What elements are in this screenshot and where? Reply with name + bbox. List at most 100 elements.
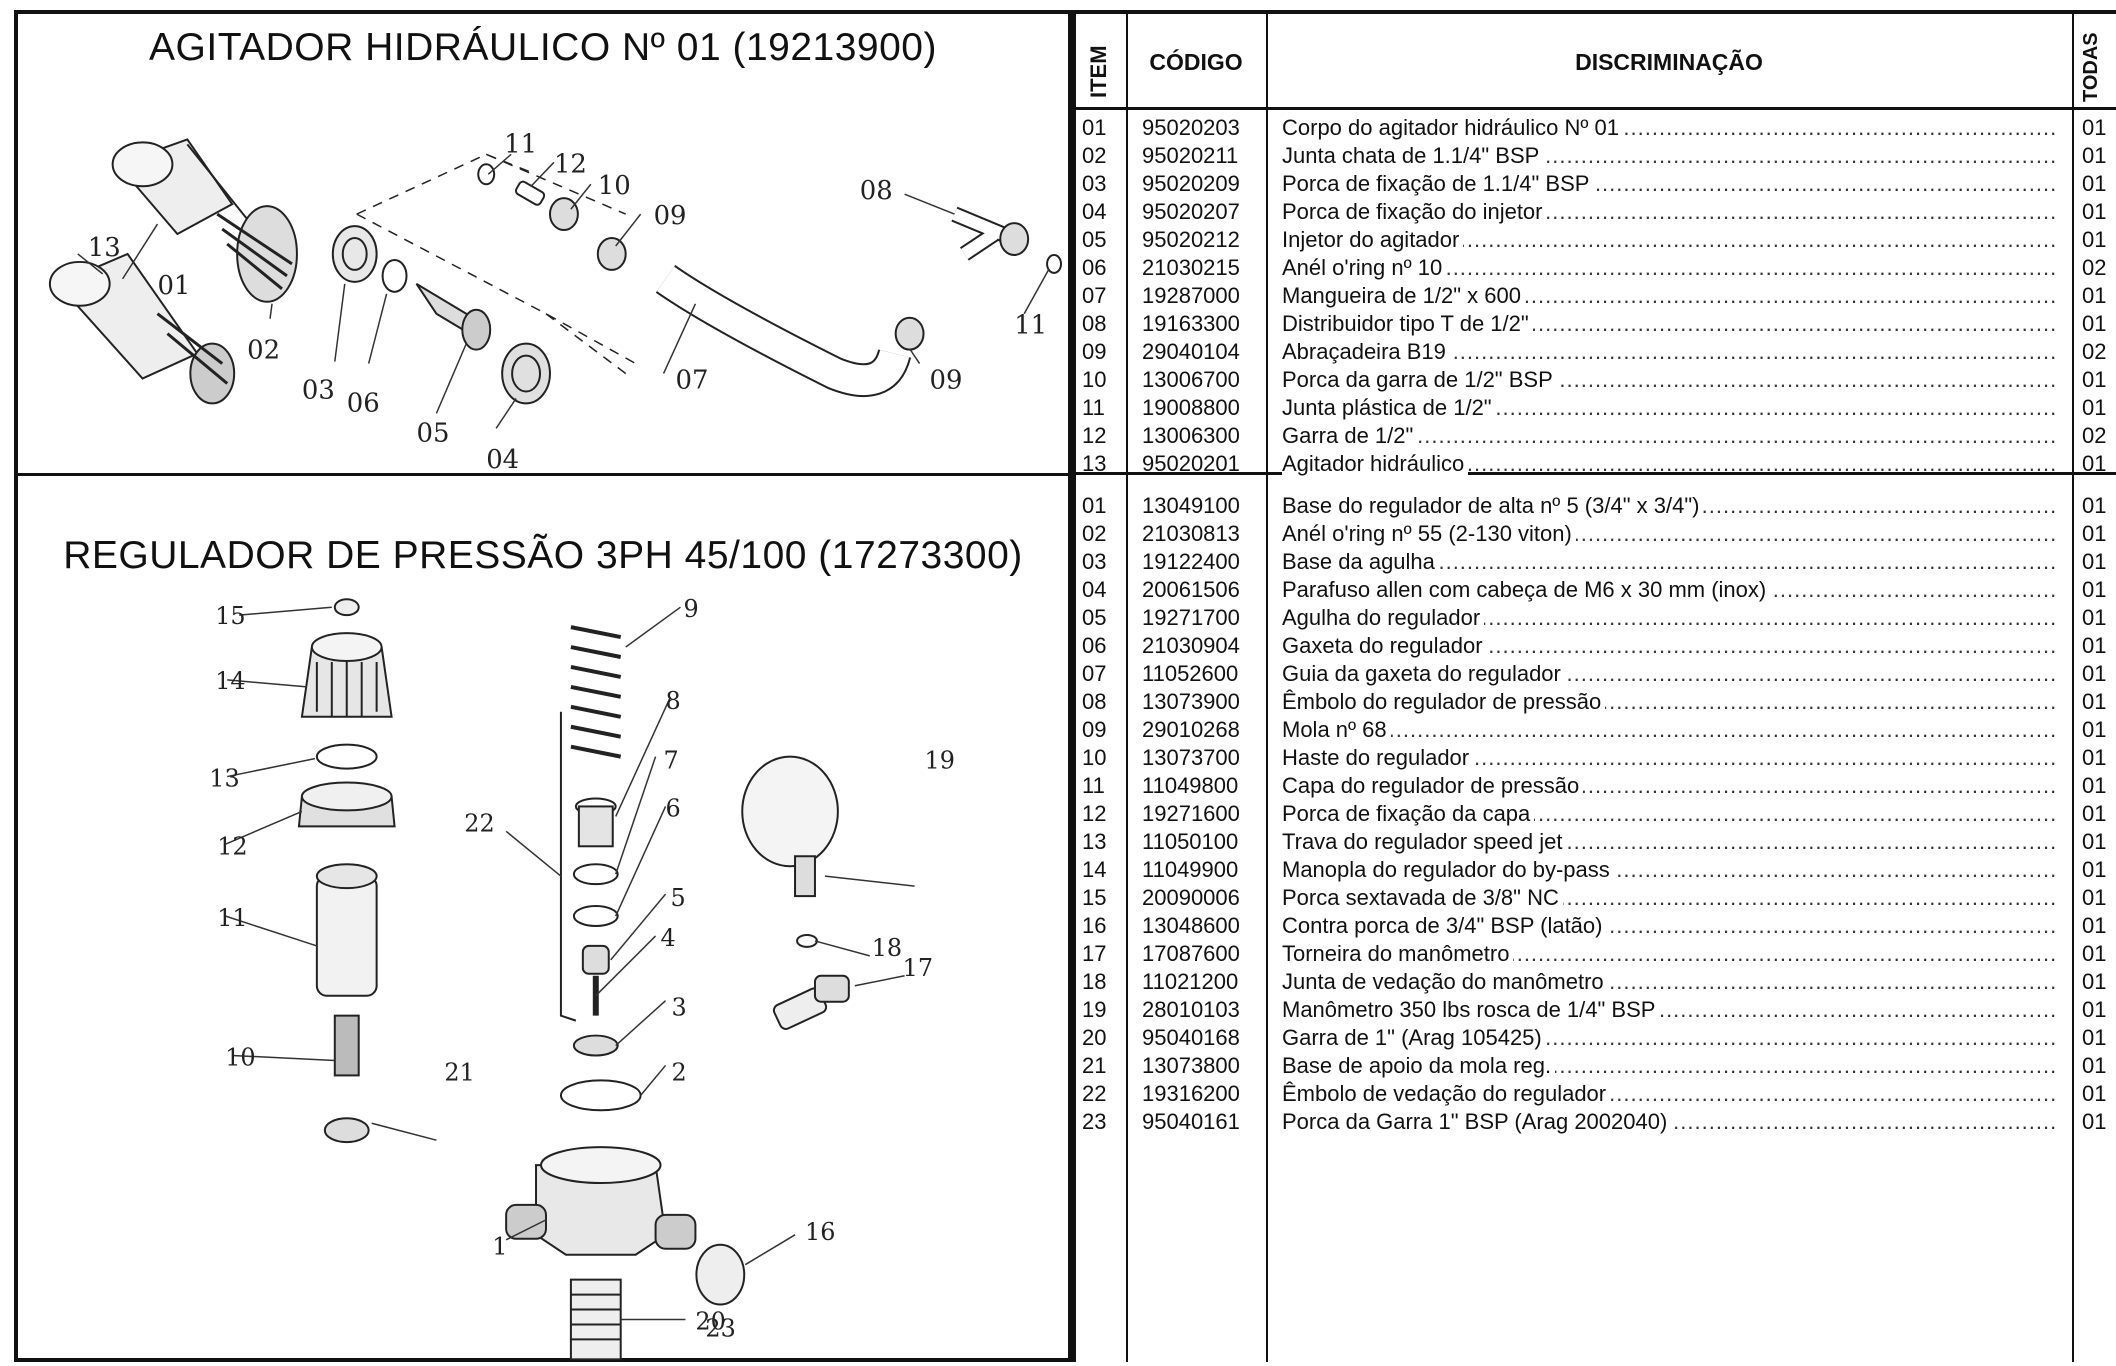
regulator-title: REGULADOR DE PRESSÃO 3PH 45/100 (1727330… (63, 534, 1023, 577)
row-description: Corpo do agitador hidráulico Nº 01 (1282, 115, 1624, 140)
callout-13: 13 (88, 233, 121, 263)
row-part-code: 19163300 (1142, 311, 1240, 336)
row-description-cell: ........................................… (1282, 254, 2058, 282)
row-item-number: 11 (1082, 773, 1105, 798)
callout-12: 12 (554, 149, 587, 179)
header-quantity: TODAS (2080, 32, 2102, 102)
callout-03: 03 (302, 375, 335, 405)
row-description-cell: ........................................… (1282, 996, 2058, 1024)
row-description: Porca da garra de 1/2" BSP (1282, 367, 1557, 392)
row-quantity: 01 (2082, 829, 2107, 854)
row-quantity: 01 (2082, 717, 2107, 742)
row-description-cell: ........................................… (1282, 660, 2058, 688)
row-description-cell: ........................................… (1282, 1108, 2058, 1136)
row-quantity: 01 (2082, 605, 2107, 630)
callout-02: 02 (247, 336, 280, 366)
row-item-number: 20 (1082, 1025, 1107, 1050)
agitator-full-drawing (48, 252, 236, 405)
row-description: Anél o'ring nº 55 (2-130 viton) (1282, 521, 1576, 546)
row-description: Distribuidor tipo T de 1/2" (1282, 311, 1533, 336)
row-part-code: 13006300 (1142, 423, 1240, 448)
callout-20: 20 (695, 1307, 725, 1335)
row-description: Mola nº 68 (1282, 717, 1391, 742)
row-description: Base da agulha (1282, 549, 1439, 574)
row-description-cell: ........................................… (1282, 548, 2058, 576)
row-description-cell: ........................................… (1282, 170, 2058, 198)
row-description-cell: ........................................… (1282, 450, 2058, 478)
row-quantity: 01 (2082, 1081, 2107, 1106)
row-quantity: 01 (2082, 283, 2107, 308)
row-quantity: 01 (2082, 885, 2107, 910)
row-description: Porca de fixação de 1.1/4" BSP (1282, 171, 1594, 196)
row-description: Abraçadeira B19 (1282, 339, 1450, 364)
callout-10: 10 (598, 171, 631, 201)
row-quantity: 01 (2082, 1025, 2107, 1050)
row-part-code: 11052600 (1142, 661, 1239, 686)
row-quantity: 01 (2082, 745, 2107, 770)
regulator-section: REGULADOR DE PRESSÃO 3PH 45/100 (1727330… (18, 476, 1068, 1366)
col-divider-code (1266, 14, 1268, 1362)
row-description-cell: ........................................… (1282, 422, 2058, 450)
table-row: 2395040161..............................… (1076, 1108, 2116, 1136)
row-description: Mangueira de 1/2" x 600 (1282, 283, 1525, 308)
row-description-cell: ........................................… (1282, 226, 2058, 254)
row-part-code: 11049900 (1142, 857, 1239, 882)
callout-09-right: 09 (930, 365, 963, 395)
leader-dots: ........................................… (1282, 717, 2058, 742)
row-description: Êmbolo de vedação do regulador (1282, 1081, 1611, 1106)
row-description-cell: ........................................… (1282, 716, 2058, 744)
drawings-panel: AGITADOR HIDRÁULICO Nº 01 (19213900) (14, 10, 1068, 1362)
callout-10: 10 (225, 1043, 255, 1071)
row-description-cell: ........................................… (1282, 884, 2058, 912)
row-description-cell: ........................................… (1282, 856, 2058, 884)
row-quantity: 02 (2082, 255, 2107, 280)
header-code: CÓDIGO (1149, 49, 1243, 75)
row-part-code: 13073700 (1142, 745, 1240, 770)
row-item-number: 17 (1082, 941, 1107, 966)
row-part-code: 11049800 (1142, 773, 1239, 798)
row-description-cell: ........................................… (1282, 394, 2058, 422)
row-description-cell: ........................................… (1282, 310, 2058, 338)
row-part-code: 95020207 (1142, 199, 1240, 224)
row-description-cell: ........................................… (1282, 282, 2058, 310)
row-part-code: 95020209 (1142, 171, 1240, 196)
row-description: Parafuso allen com cabeça de M6 x 30 mm … (1282, 577, 1771, 602)
row-part-code: 11021200 (1142, 969, 1239, 994)
row-quantity: 01 (2082, 969, 2107, 994)
row-item-number: 10 (1082, 367, 1107, 392)
row-description-cell: ........................................… (1282, 520, 2058, 548)
row-quantity: 01 (2082, 1109, 2107, 1134)
row-item-number: 23 (1082, 1109, 1107, 1134)
row-item-number: 22 (1082, 1081, 1107, 1106)
row-item-number: 09 (1082, 717, 1107, 742)
row-part-code: 19316200 (1142, 1081, 1240, 1106)
agitator-exploded-drawing: 01 02 03 04 05 06 07 08 09 09 10 11 11 1… (48, 129, 1063, 475)
row-item-number: 05 (1082, 227, 1107, 252)
callout-07: 07 (675, 365, 708, 395)
row-description-cell: ........................................… (1282, 1052, 2058, 1080)
callout-9: 9 (683, 595, 698, 623)
row-quantity: 01 (2082, 577, 2107, 602)
table-row: 0420061506..............................… (1076, 576, 2116, 604)
row-part-code: 19271700 (1142, 605, 1240, 630)
header-item: ITEM (1086, 45, 1111, 98)
row-part-code: 13006700 (1142, 367, 1240, 392)
col-divider-desc (2072, 14, 2074, 1362)
row-description: Anél o'ring nº 10 (1282, 255, 1447, 280)
